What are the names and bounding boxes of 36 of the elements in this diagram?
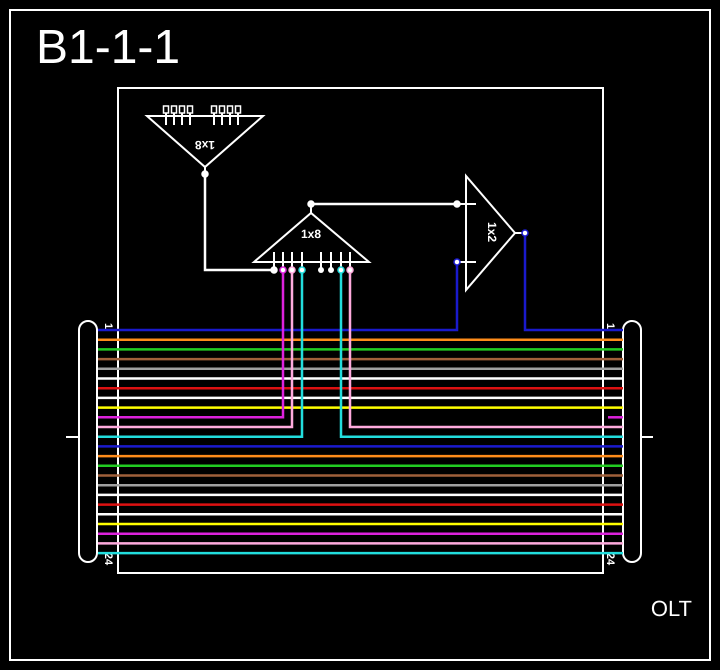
fiber-line [521,229,623,332]
fiber-line [98,484,623,486]
fiber-line [307,200,461,208]
fiber-line [98,406,623,409]
fiber-line [98,522,623,526]
fiber-line [98,258,461,332]
splitter-label: 1x8 [300,228,322,240]
fiber-line [98,368,623,370]
fiber-line [98,542,623,545]
fiber-number: 24 [102,552,114,566]
splitter-label: 1x2 [486,222,498,242]
cable-loop [78,320,98,563]
fiber-line [98,386,623,390]
fiber-line [98,348,623,351]
fiber-line [98,474,623,477]
fiber-line [98,454,623,458]
fiber-line [98,494,623,496]
fiber-line [608,416,623,419]
fiber-line [98,445,623,448]
fiber-line [98,464,623,468]
fiber-number: 1 [102,322,114,330]
fiber-line [98,552,623,554]
location-label: OLT [650,596,692,622]
splitter-label: 1x8 [194,139,216,151]
fiber-line [201,170,278,274]
fiber-number: 1 [604,322,616,330]
cable-loop [622,320,642,563]
fiber-line [98,396,623,400]
fiber-line [98,513,623,516]
fiber-line [98,358,623,360]
diagram-title: B1-1-1 [36,20,180,76]
fiber-number: 24 [604,552,616,566]
fiber-line [98,377,623,380]
fiber-line [98,532,623,535]
fiber-line [98,338,623,341]
fiber-line [98,503,623,506]
